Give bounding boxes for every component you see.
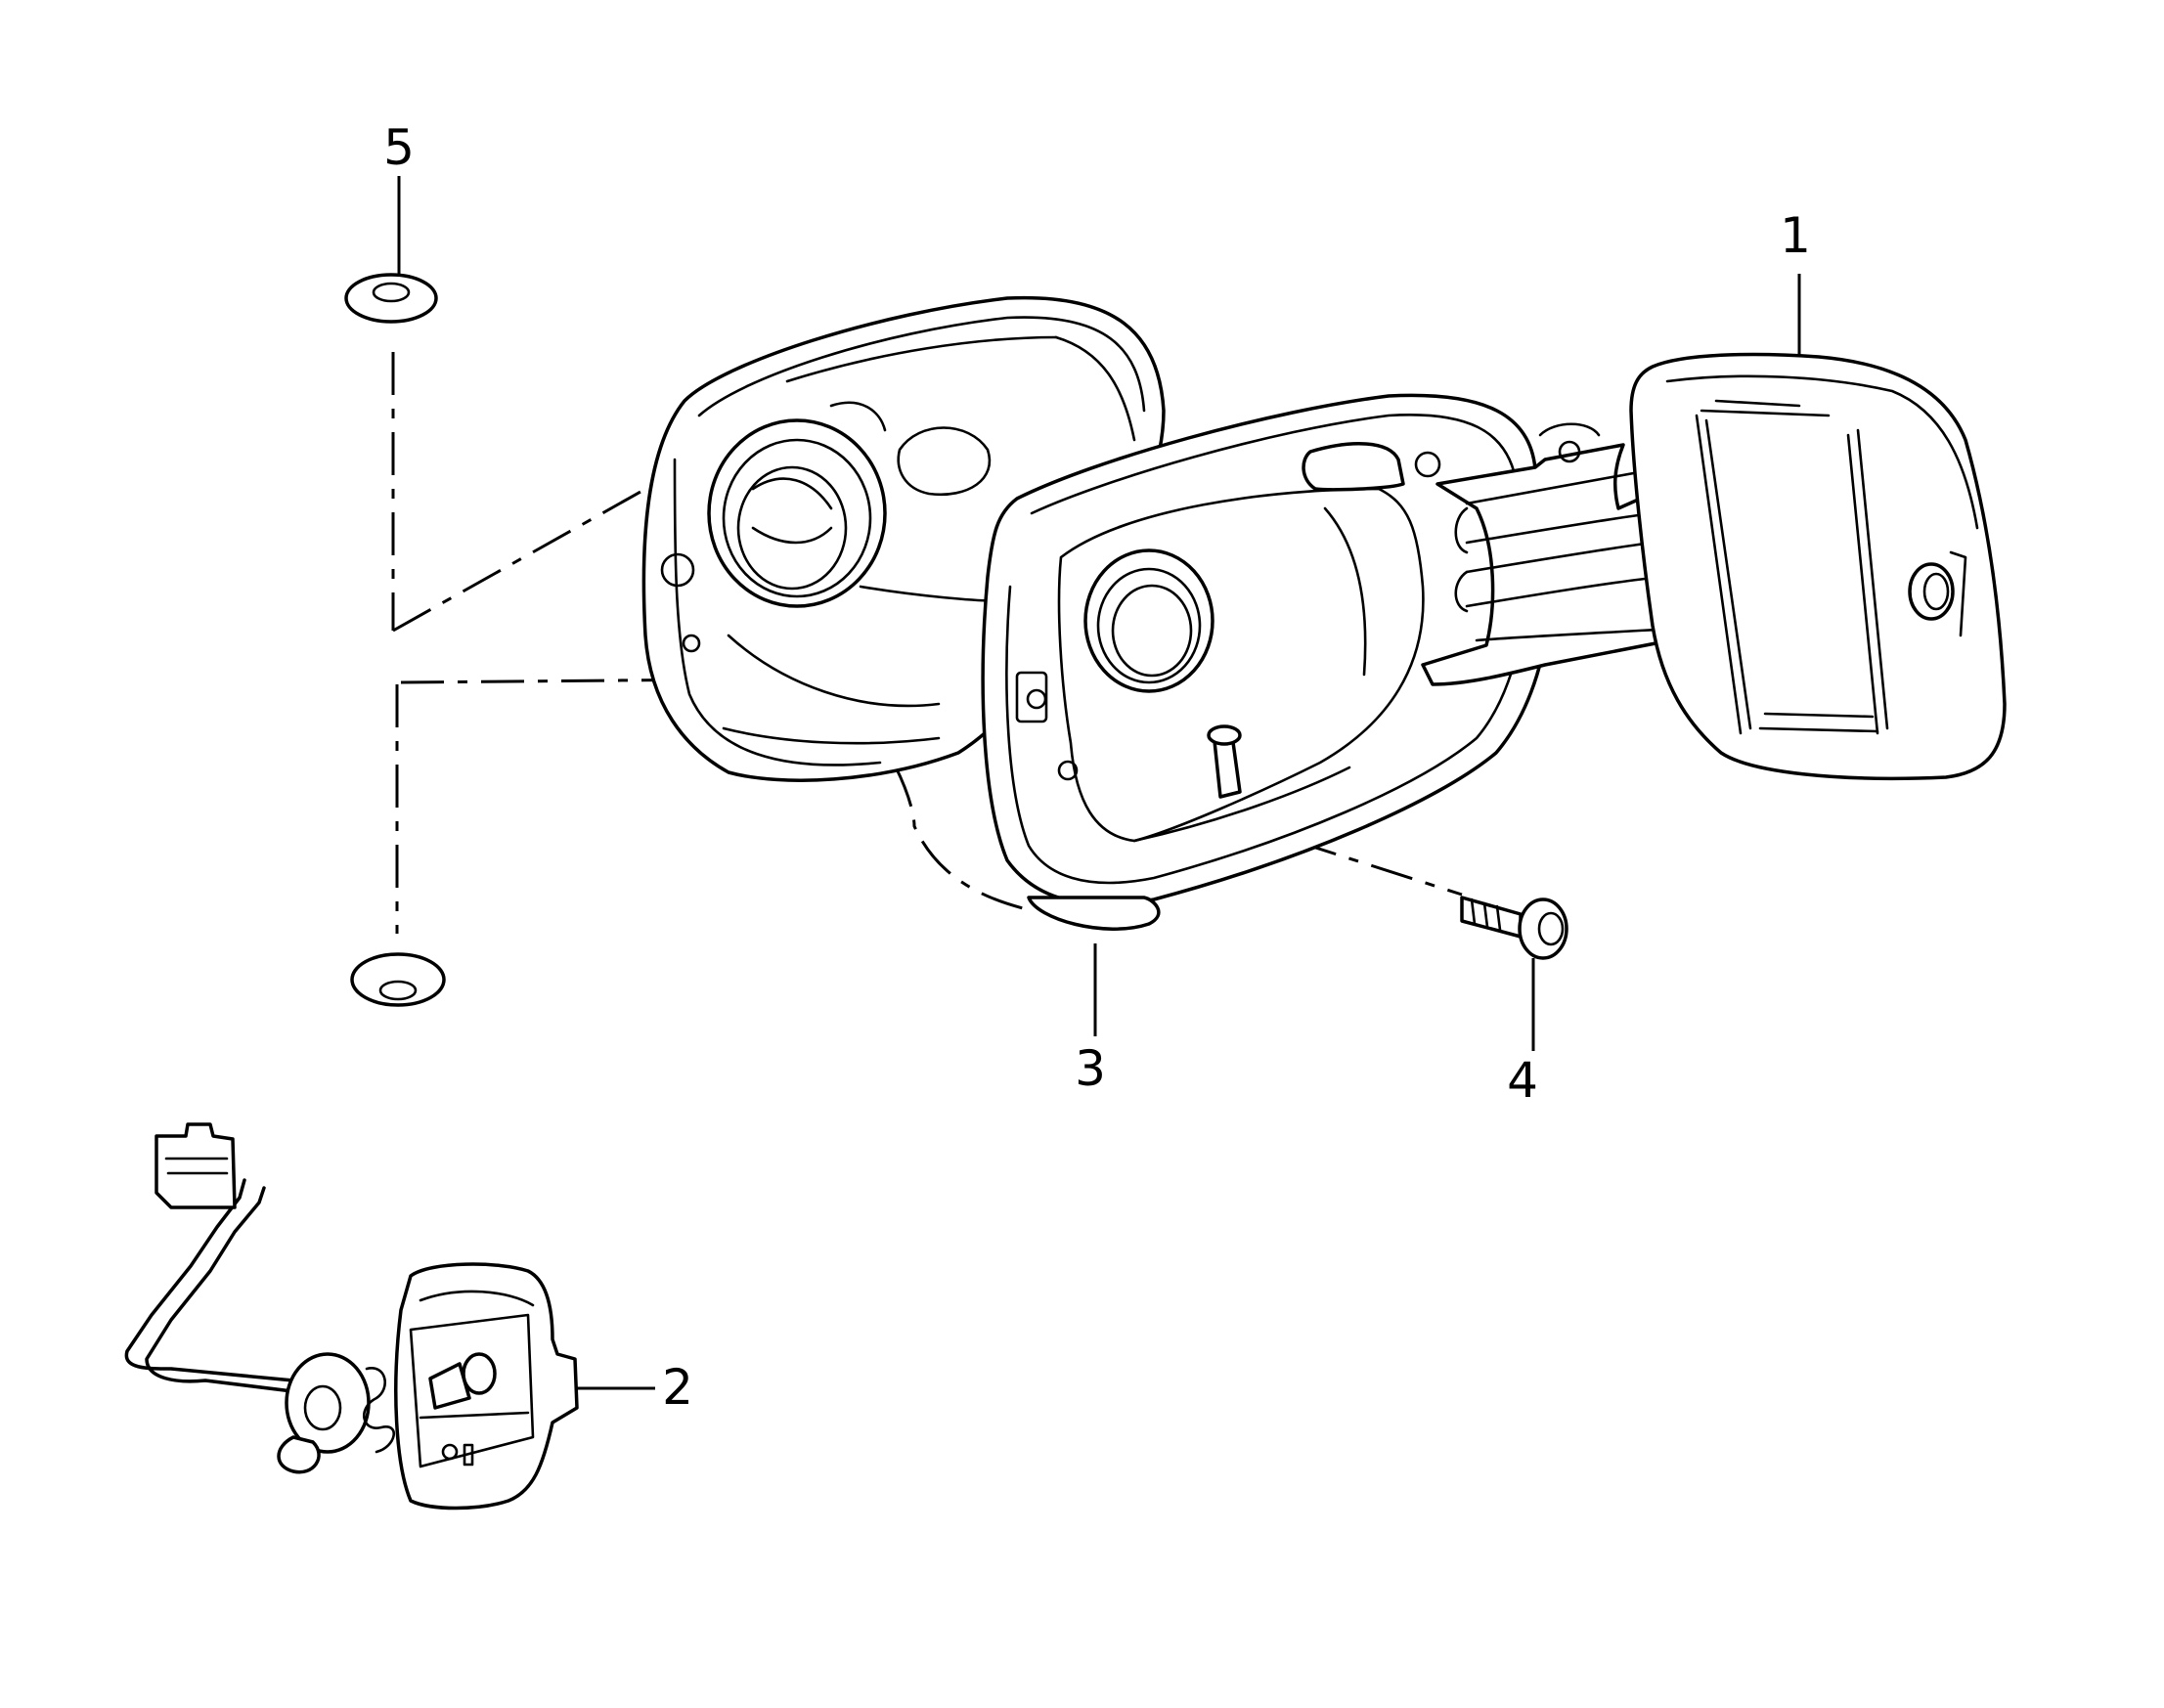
part-5-grommet-top[interactable] xyxy=(344,273,438,324)
callout-1: 1 xyxy=(1780,207,1811,264)
part-3-filler-housing[interactable] xyxy=(641,295,1723,1036)
callout-4: 4 xyxy=(1507,1052,1538,1109)
part-1-fuel-door[interactable] xyxy=(1629,274,2007,781)
callout-5: 5 xyxy=(383,119,415,176)
callout-2: 2 xyxy=(662,1359,693,1416)
part-4-screw[interactable] xyxy=(1460,896,1568,1051)
callout-3: 3 xyxy=(1075,1040,1106,1097)
part-5-grommet-bottom[interactable] xyxy=(350,952,446,1007)
part-2-actuator[interactable] xyxy=(124,1122,655,1511)
